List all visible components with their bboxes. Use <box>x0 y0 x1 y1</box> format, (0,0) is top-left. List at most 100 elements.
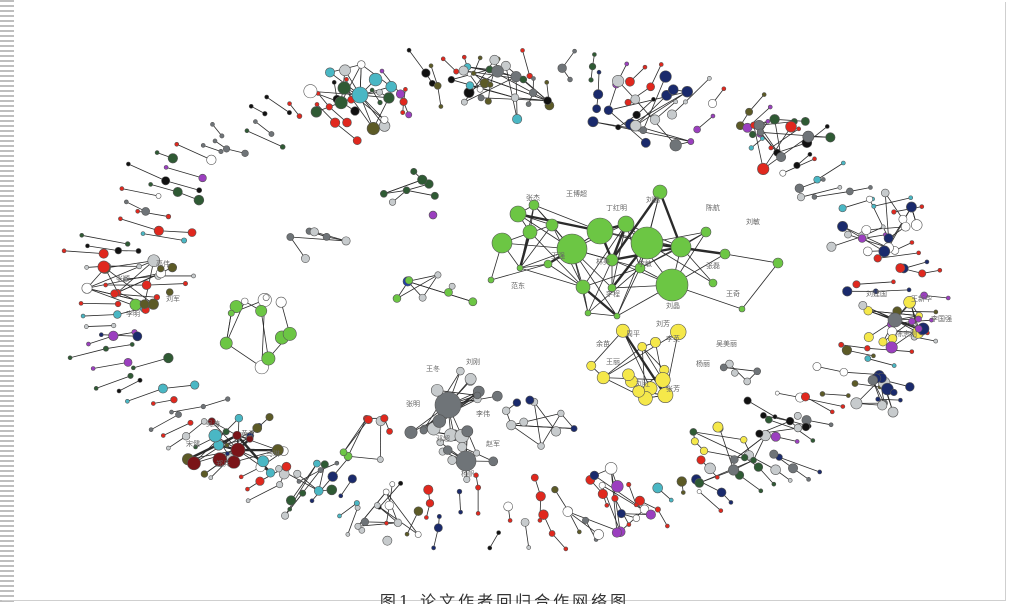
author-node <box>920 291 929 300</box>
author-node <box>229 300 243 314</box>
author-node <box>652 184 668 200</box>
author-node <box>707 76 712 81</box>
author-node <box>873 254 882 263</box>
coauthor-edge <box>762 126 792 170</box>
author-node <box>161 176 171 186</box>
coauthor-edge <box>762 136 809 170</box>
author-node <box>885 341 898 354</box>
coauthor-edge <box>719 428 734 471</box>
author-node <box>208 475 214 480</box>
coauthor-edge <box>698 491 722 511</box>
author-node <box>489 54 500 65</box>
author-node <box>410 167 418 175</box>
author-node <box>167 262 178 273</box>
author-node <box>755 429 764 438</box>
author-node <box>863 332 874 343</box>
author-node <box>67 355 73 361</box>
author-node <box>753 462 764 472</box>
author-node <box>369 87 375 93</box>
author-node <box>639 126 648 134</box>
author-node <box>753 119 765 131</box>
author-node <box>487 81 494 88</box>
coauthor-edge <box>529 231 584 288</box>
author-node <box>309 498 315 504</box>
author-node <box>769 449 779 459</box>
author-node <box>858 300 868 310</box>
author-node <box>148 182 153 187</box>
author-node <box>863 306 873 316</box>
author-node <box>187 419 194 426</box>
author-node <box>447 76 456 84</box>
coauthor-edge <box>611 191 661 261</box>
author-node <box>456 488 463 495</box>
author-node <box>800 117 810 126</box>
author-node <box>890 388 898 397</box>
coauthor-edge <box>343 87 374 129</box>
author-node <box>330 117 341 128</box>
author-node <box>155 193 162 199</box>
author-node <box>384 500 395 511</box>
author-node <box>487 545 493 551</box>
author-node <box>563 546 569 552</box>
coauthor-edge <box>884 192 904 220</box>
coauthor-edge <box>567 511 599 535</box>
author-node <box>98 248 109 259</box>
author-node <box>458 509 463 515</box>
author-node <box>475 511 481 516</box>
author-label: 杨丽 <box>696 359 710 368</box>
author-node <box>357 60 366 69</box>
author-node <box>496 530 501 535</box>
author-label: 吴涛 <box>206 419 220 428</box>
author-node <box>738 305 746 313</box>
author-node <box>741 453 749 462</box>
author-node <box>878 245 891 258</box>
author-node <box>275 465 283 473</box>
coauthor-edge <box>741 262 779 310</box>
author-node <box>507 518 513 523</box>
author-label: 杨帆 <box>461 469 475 478</box>
author-node <box>241 149 249 157</box>
author-node <box>433 81 442 90</box>
author-node <box>500 60 511 71</box>
coauthor-edge <box>203 145 222 152</box>
author-node <box>769 114 780 125</box>
coauthor-edge <box>104 260 154 269</box>
author-node <box>657 387 674 404</box>
coauthor-edge <box>166 166 203 179</box>
author-node <box>933 309 939 315</box>
coauthor-edge <box>133 357 169 369</box>
author-node <box>700 226 712 238</box>
author-node <box>586 217 614 245</box>
author-node <box>708 278 718 288</box>
coauthor-edge <box>511 424 575 429</box>
author-node <box>456 366 465 376</box>
author-node <box>93 386 99 391</box>
coauthor-edge <box>96 375 131 389</box>
coauthor-edge <box>603 346 643 378</box>
author-node <box>758 488 764 494</box>
author-node <box>898 397 903 403</box>
author-node <box>817 469 822 475</box>
author-node <box>398 480 404 486</box>
coauthor-edge <box>817 162 844 180</box>
author-node <box>577 529 582 535</box>
author-node <box>225 451 230 456</box>
author-node <box>151 401 156 406</box>
coauthor-edge <box>87 245 119 252</box>
coauthor-edge <box>630 91 688 125</box>
coauthor-edge <box>246 130 283 148</box>
author-node <box>299 489 307 497</box>
author-label: 王强 <box>551 252 565 260</box>
author-node <box>123 358 133 367</box>
author-node <box>603 105 614 115</box>
author-node <box>712 421 724 433</box>
author-node <box>148 427 154 432</box>
coauthor-edge <box>250 105 266 114</box>
author-node <box>683 99 688 105</box>
coauthor-edge <box>422 274 439 298</box>
coauthor-edge <box>255 121 272 135</box>
author-node <box>347 474 357 484</box>
author-node <box>430 384 444 397</box>
author-node <box>770 431 781 442</box>
